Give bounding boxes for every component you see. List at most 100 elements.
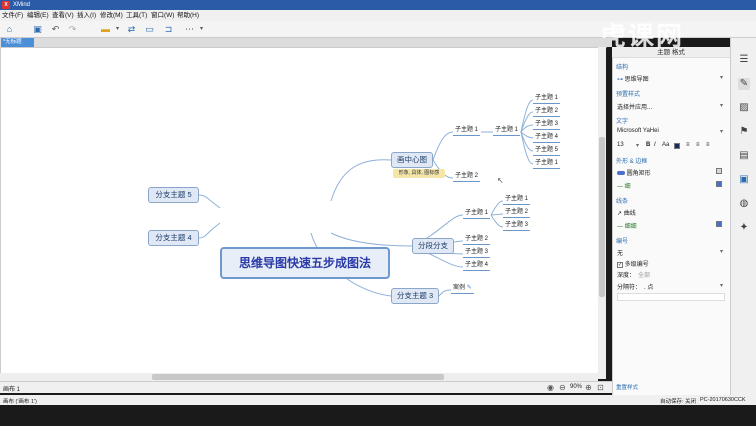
home-icon[interactable]: ⌂ [6, 24, 13, 34]
numbering-select[interactable]: 无 [617, 251, 624, 257]
bold-icon[interactable]: B [646, 142, 651, 148]
subtopic[interactable]: 子主题 4 [533, 133, 561, 143]
subtopic[interactable]: 子主题 3 [533, 120, 561, 130]
menu-edit[interactable]: 编辑(E) [27, 12, 49, 19]
fit-icon[interactable]: ⊡ [597, 383, 604, 392]
outline-icon[interactable]: ☰ [739, 54, 749, 65]
subtopic[interactable]: 子主题 3 [503, 221, 531, 231]
format-panel-body: 结构 ⊶ 思维导图 ▾ 预置样式 选择并应用... ▾ 文字 Microsoft… [612, 58, 730, 395]
text-color-swatch[interactable] [674, 143, 680, 149]
properties-icon[interactable]: ✦ [739, 222, 749, 233]
subtopic[interactable]: 子主题 2 [533, 107, 561, 117]
separator-dropdown-icon[interactable]: ▾ [720, 283, 724, 289]
align-left-icon[interactable]: ≡ [686, 142, 690, 148]
horizontal-scrollbar[interactable] [0, 373, 598, 381]
subtopic[interactable]: 子主题 2 [463, 235, 491, 245]
more-icon[interactable]: ⋯ [185, 24, 194, 34]
tab-untitled[interactable]: *无标题 [1, 38, 34, 47]
reset-style-link[interactable]: 重置样式 [616, 385, 639, 391]
subtopic[interactable]: 子主题 1 [533, 94, 561, 104]
case-icon[interactable]: Aa [662, 142, 670, 148]
subtopic[interactable]: 子主题 1 [493, 126, 521, 136]
relationship-icon[interactable]: ⇄ [127, 24, 136, 34]
font-dropdown-icon[interactable]: ▾ [720, 129, 724, 135]
topic-icon[interactable]: ▬ [101, 24, 110, 34]
subtopic[interactable]: 子主题 1 [453, 126, 481, 136]
branch-topic-5[interactable]: 分支主题 5 [148, 187, 199, 203]
structure-value: 思维导图 [624, 77, 649, 83]
line-width-select[interactable]: — 细细 [617, 224, 637, 230]
undo-icon[interactable]: ↶ [51, 24, 60, 34]
save-icon[interactable]: ▣ [33, 24, 42, 34]
menu-view[interactable]: 查看(V) [52, 12, 74, 19]
subtopic[interactable]: 子主题 1 [503, 195, 531, 205]
central-topic[interactable]: 思维导图快速五步成图法 [220, 247, 390, 279]
align-right-icon[interactable]: ≡ [706, 142, 710, 148]
align-center-icon[interactable]: ≡ [696, 142, 700, 148]
font-select[interactable]: Microsoft YaHei [617, 128, 659, 134]
shape-select[interactable]: 圆角矩形 [617, 168, 651, 177]
branch-topic-3[interactable]: 分支主题 3 [391, 288, 439, 304]
callout-note[interactable]: 形象, 具体, 图标感 [393, 169, 445, 178]
border-select[interactable]: — 细 [617, 184, 631, 190]
subtopic[interactable]: 子主题 1 [533, 159, 561, 169]
menu-tools[interactable]: 工具(T) [126, 12, 148, 19]
vertical-scroll-thumb[interactable] [599, 137, 605, 297]
italic-icon[interactable]: I [654, 142, 656, 148]
window-title: XMind [13, 2, 31, 8]
line-color-swatch[interactable] [716, 221, 722, 227]
depth-select[interactable]: 全部 [638, 273, 651, 279]
subtopic[interactable]: 子主题 5 [533, 146, 561, 156]
more-dropdown-icon[interactable]: ▾ [199, 26, 203, 32]
menu-modify[interactable]: 修改(M) [100, 12, 123, 19]
numbering-dropdown-icon[interactable]: ▾ [720, 249, 724, 255]
line-select[interactable]: ↗ 曲线 [617, 211, 636, 217]
style-dropdown-icon[interactable]: ▾ [720, 103, 724, 109]
task-icon[interactable]: ▣ [739, 174, 749, 185]
branch-draw-center[interactable]: 画中心图 [391, 152, 433, 168]
font-size-select[interactable]: 13 [617, 142, 624, 148]
horizontal-scroll-thumb[interactable] [152, 374, 444, 380]
separator-select[interactable]: . 点 [644, 285, 654, 291]
summary-icon[interactable]: ⊐ [164, 24, 173, 34]
format-brush-icon[interactable]: ✎ [738, 78, 750, 90]
eye-icon[interactable]: ◉ [547, 383, 554, 392]
comment-icon[interactable]: ◍ [739, 198, 749, 209]
sheet-bar: 画布 1 ◉ ⊖ 90% ⊕ ⊡ [0, 381, 612, 393]
subtopic[interactable]: 子主题 2 [453, 172, 481, 182]
menu-help[interactable]: 帮助(H) [177, 12, 200, 19]
autosave-status[interactable]: 自动保存: 关闭 [660, 399, 697, 405]
structure-dropdown-icon[interactable]: ▾ [720, 75, 724, 81]
subtopic[interactable]: 子主题 4 [463, 261, 491, 271]
image-icon[interactable]: ▨ [739, 102, 749, 113]
branch-segment[interactable]: 分段分支 [412, 238, 454, 254]
boundary-icon[interactable]: ▭ [145, 24, 154, 34]
fill-color-swatch[interactable] [716, 168, 722, 174]
multi-level-checkbox[interactable]: ✓ 多级编号 [617, 262, 649, 268]
sheet-tab[interactable]: 画布 1 [3, 387, 21, 393]
prefix-suffix-fields[interactable] [617, 293, 725, 301]
zoom-in-icon[interactable]: ⊕ [585, 383, 592, 392]
subtopic[interactable]: 子主题 1 [463, 209, 491, 219]
style-select[interactable]: 选择并应用... [617, 105, 653, 111]
properties-icon[interactable]: ✦ [739, 222, 749, 233]
note-icon[interactable]: ▤ [739, 150, 749, 161]
font-size-dropdown-icon[interactable]: ▾ [636, 143, 640, 149]
vertical-scrollbar[interactable] [598, 47, 606, 379]
menu-window[interactable]: 窗口(W) [151, 12, 175, 19]
subtopic[interactable]: 子主题 3 [463, 248, 491, 258]
menu-file[interactable]: 文件(F) [2, 12, 24, 19]
subtopic[interactable]: 子主题 2 [503, 208, 531, 218]
topic-dropdown-icon[interactable]: ▾ [115, 26, 119, 32]
border-color-swatch[interactable] [716, 181, 722, 187]
marker-flag-icon[interactable]: ⚑ [739, 126, 749, 137]
shape-section: 外形 & 边框 [616, 159, 648, 165]
mindmap-canvas[interactable]: 思维导图快速五步成图法 画中心图 分段分支 分支主题 3 分支主题 4 分支主题… [0, 47, 606, 379]
menu-insert[interactable]: 插入(I) [77, 12, 97, 19]
line-section: 线条 [616, 199, 629, 205]
branch-topic-4[interactable]: 分支主题 4 [148, 230, 199, 246]
redo-icon[interactable]: ↷ [68, 24, 77, 34]
structure-select[interactable]: ⊶ 思维导图 [617, 77, 649, 83]
zoom-out-icon[interactable]: ⊖ [559, 383, 566, 392]
subtopic-case[interactable]: 案例 ✎ [451, 284, 474, 294]
